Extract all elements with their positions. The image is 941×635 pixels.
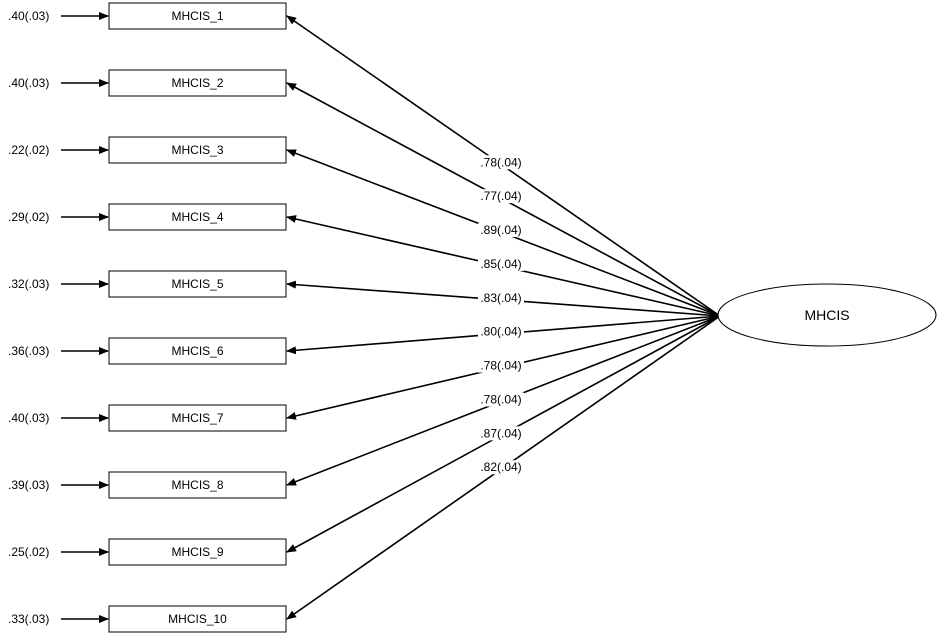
loading-label-bg-5 [478,290,524,305]
loading-label-10: .82(.04) [480,460,521,474]
loading-label-bg-2 [478,189,524,204]
loading-label-bg-9 [478,426,524,441]
indicator-label-7: MHCIS_7 [171,411,223,425]
loading-paths [286,15,721,620]
loading-label-bg-4 [478,256,524,271]
error-variance-label-9: .25(.02) [8,545,49,559]
error-arrows: .40(.03) .40(.03) .22(.02) .29(.02) .32(.03)… [8,9,109,626]
indicator-box-3 [108,136,287,164]
loading-label-4: .85(.04) [480,257,521,271]
error-variance-label-5: .32(.03) [8,277,49,291]
error-variance-label-10: .33(.03) [8,612,49,626]
error-variance-label-6: .36(.03) [8,344,49,358]
indicator-label-4: MHCIS_4 [171,210,223,224]
indicator-label-2: MHCIS_2 [171,76,223,90]
indicator-label-3: MHCIS_3 [171,143,223,157]
loading-label-bg-1 [478,155,524,170]
error-variance-label-4: .29(.02) [8,210,49,224]
error-variance-label-7: .40(.03) [8,411,49,425]
error-variance-label-3: .22(.02) [8,143,49,157]
loading-label-bg-8 [478,392,524,407]
loading-label-bg-10 [478,460,524,475]
error-variance-label-8: .39(.03) [8,478,49,492]
indicator-box-9 [108,538,287,566]
loading-label-bg-3 [478,223,524,238]
indicator-label-6: MHCIS_6 [171,344,223,358]
indicator-label-8: MHCIS_8 [171,478,223,492]
indicator-label-5: MHCIS_5 [171,277,223,291]
latent-factor: MHCIS [717,283,937,347]
indicator-box-1 [108,2,287,30]
indicator-box-7 [108,404,287,432]
loading-label-5: .83(.04) [480,291,521,305]
loading-label-bg-6 [478,324,524,339]
error-variance-label-1: .40(.03) [8,9,49,23]
error-variance-label-2: .40(.03) [8,76,49,90]
indicator-box-5 [108,270,287,298]
indicator-label-10: MHCIS_10 [168,612,227,626]
loading-labels: .78(.04) .77(.04) .89(.04) .85(.04) .83(.04)… [478,155,524,475]
indicator-boxes: MHCIS_1MHCIS_2MHCIS_3MHCIS_4MHCIS_5MHCIS… [108,2,287,633]
indicator-box-2 [108,69,287,97]
loading-label-1: .78(.04) [480,155,521,169]
latent-ellipse [717,283,937,347]
latent-label: MHCIS [804,307,849,323]
loading-label-6: .80(.04) [480,325,521,339]
indicator-box-8 [108,471,287,499]
loading-label-9: .87(.04) [480,426,521,440]
indicator-label-9: MHCIS_9 [171,545,223,559]
loading-label-bg-7 [478,358,524,373]
loading-label-2: .77(.04) [480,189,521,203]
loading-label-3: .89(.04) [480,223,521,237]
indicator-label-1: MHCIS_1 [171,9,223,23]
indicator-box-4 [108,203,287,231]
indicator-box-6 [108,337,287,365]
indicator-box-10 [108,605,287,633]
loading-label-8: .78(.04) [480,392,521,406]
loading-label-7: .78(.04) [480,359,521,373]
